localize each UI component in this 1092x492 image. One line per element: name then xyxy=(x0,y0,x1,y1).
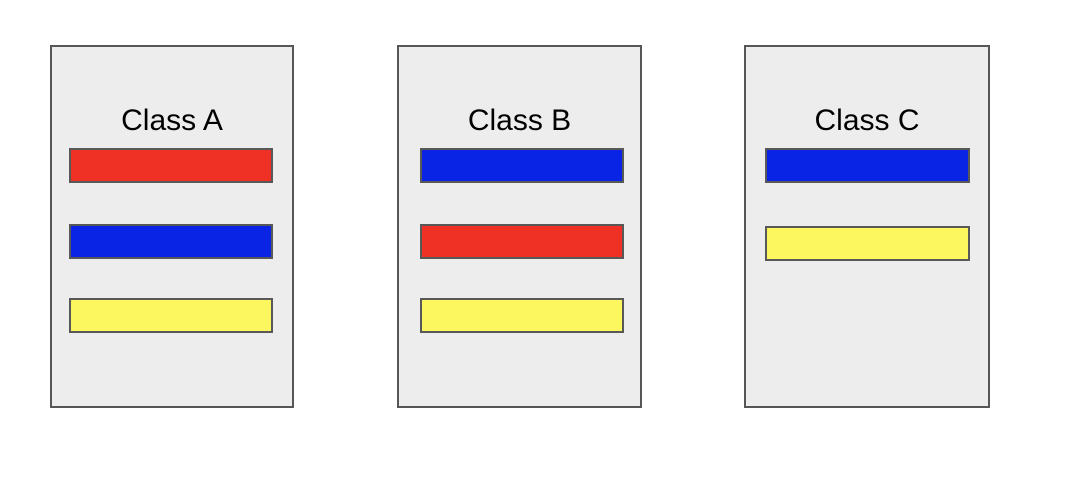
bar-class-c-1-blue[interactable] xyxy=(765,148,970,183)
bar-class-b-1-blue[interactable] xyxy=(420,148,624,183)
bar-class-a-2-blue[interactable] xyxy=(69,224,273,259)
bar-class-a-3-yellow[interactable] xyxy=(69,298,273,333)
class-panel-class-c[interactable]: Class C xyxy=(744,45,990,408)
panel-title-class-b: Class B xyxy=(467,104,572,137)
panel-title-class-c: Class C xyxy=(814,104,920,137)
class-panel-class-a[interactable]: Class A xyxy=(50,45,294,408)
bar-class-b-2-red[interactable] xyxy=(420,224,624,259)
bar-class-a-1-red[interactable] xyxy=(69,148,273,183)
bar-class-b-3-yellow[interactable] xyxy=(420,298,624,333)
bar-class-c-2-yellow[interactable] xyxy=(765,226,970,261)
class-panel-class-b[interactable]: Class B xyxy=(397,45,642,408)
panel-title-class-a: Class A xyxy=(121,104,223,137)
